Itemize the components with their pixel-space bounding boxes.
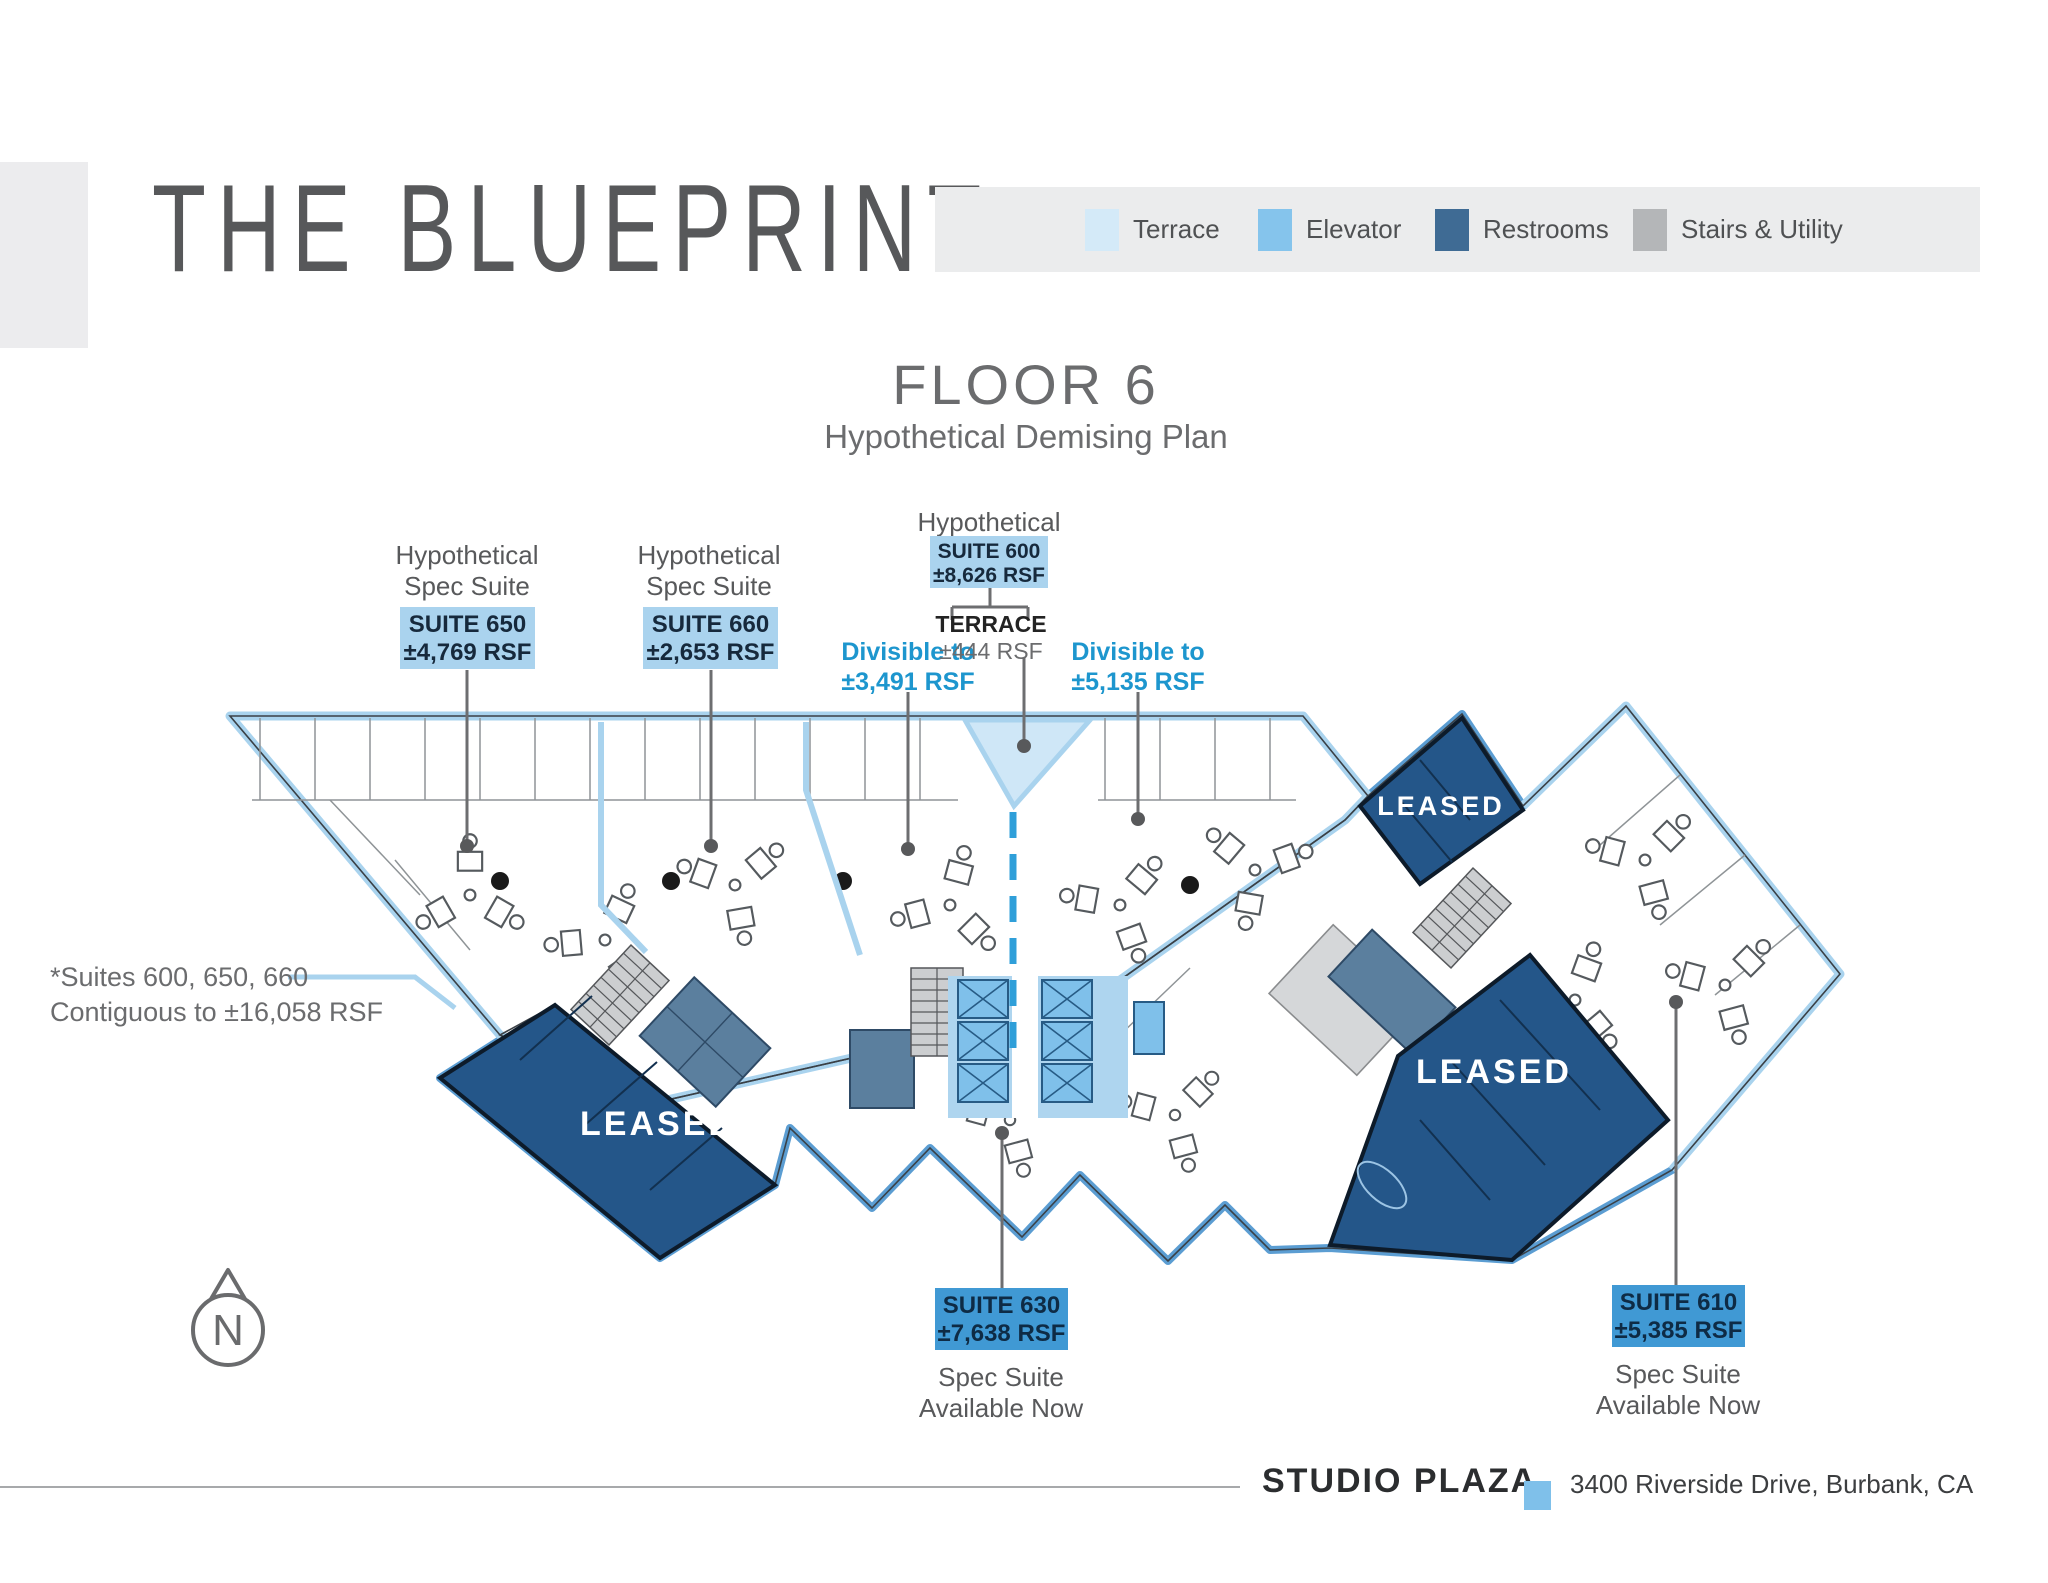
divisible-left-line1: Divisible to xyxy=(841,638,975,666)
restrooms-center xyxy=(849,1029,915,1109)
contiguous-note: *Suites 600, 650, 660 Contiguous to ±16,… xyxy=(50,960,480,1030)
suite-600-label: SUITE 600 ±8,626 RSF xyxy=(930,536,1048,588)
column-dots xyxy=(491,872,1199,894)
suite-600-name: SUITE 600 xyxy=(937,540,1041,563)
legend-label-elevator: Elevator xyxy=(1306,214,1402,244)
suite-610-rsf: ±5,385 RSF xyxy=(1614,1317,1743,1344)
building-address: 3400 Riverside Drive, Burbank, CA xyxy=(1570,1469,1974,1499)
suite-610-status-line1: Spec Suite xyxy=(1615,1359,1741,1389)
suite-630-status-line2: Available Now xyxy=(918,1393,1084,1423)
terrace-label: TERRACE ±444 RSF xyxy=(901,611,1081,665)
legend-label-stairs: Stairs & Utility xyxy=(1681,214,1843,244)
terrace-area xyxy=(960,717,1096,811)
suite-630-name: SUITE 630 xyxy=(942,1292,1061,1319)
north-compass-icon: N xyxy=(191,1268,265,1367)
divisible-left-line2: ±3,491 RSF xyxy=(841,668,975,696)
hyp-650-line1: Hypothetical xyxy=(395,540,539,570)
demising-lines xyxy=(598,722,1017,1052)
suite-630-rsf: ±7,638 RSF xyxy=(937,1320,1066,1347)
suite-610-status: Spec Suite Available Now xyxy=(1588,1359,1768,1421)
terrace-swatch xyxy=(1085,208,1119,251)
hyp-660-line2: Spec Suite xyxy=(646,571,772,601)
legend: Terrace Elevator Restrooms Stairs & Util… xyxy=(935,187,1980,272)
corner-block xyxy=(0,162,88,348)
footer-blue-square-icon xyxy=(1524,1481,1551,1510)
suite-610-status-line2: Available Now xyxy=(1595,1390,1761,1420)
hyp-650-line2: Spec Suite xyxy=(404,571,530,601)
elevator-swatch xyxy=(1258,208,1292,251)
hypothetical-suite-600: Hypothetical xyxy=(917,507,1061,537)
legend-label-terrace: Terrace xyxy=(1133,214,1220,244)
leased-area-northeast: LEASED xyxy=(1357,715,1526,887)
suite-610-label: SUITE 610 ±5,385 RSF xyxy=(1612,1285,1745,1347)
suite-660-label: SUITE 660 ±2,653 RSF xyxy=(643,607,778,669)
suite-610-name: SUITE 610 xyxy=(1619,1289,1738,1316)
compass-north-label: N xyxy=(212,1306,244,1355)
hyp-660-line1: Hypothetical xyxy=(637,540,781,570)
leased-areas: LEASED LEASED LEASED xyxy=(436,715,1671,1263)
page-title: THE BLUEPRINT xyxy=(152,159,993,299)
divisible-right-line2: ±5,135 RSF xyxy=(1071,668,1205,696)
stairs-swatch xyxy=(1633,208,1667,251)
restrooms-swatch xyxy=(1435,208,1469,251)
suite-630-status: Spec Suite Available Now xyxy=(911,1362,1091,1424)
leased-label-1: LEASED xyxy=(1377,791,1505,821)
divisible-left-note: Divisible to ±3,491 RSF xyxy=(818,637,998,697)
suite-650-rsf: ±4,769 RSF xyxy=(403,639,532,666)
contiguous-line1: *Suites 600, 650, 660 xyxy=(50,962,309,992)
legend-item-terrace: Terrace xyxy=(1085,187,1220,272)
terrace-name: TERRACE xyxy=(935,611,1047,637)
leased-label-2: LEASED xyxy=(1416,1053,1572,1091)
legend-item-restrooms: Restrooms xyxy=(1435,187,1609,272)
suite-650-label: SUITE 650 ±4,769 RSF xyxy=(400,607,535,669)
suite-630-label: SUITE 630 ±7,638 RSF xyxy=(935,1288,1068,1350)
divisible-right-note: Divisible to ±5,135 RSF xyxy=(1048,637,1228,697)
leased-label-3: LEASED xyxy=(580,1105,736,1143)
suite-660-rsf: ±2,653 RSF xyxy=(646,639,775,666)
building-name: STUDIO PLAZA xyxy=(1262,1462,1538,1500)
hypothetical-spec-suite-650: Hypothetical Spec Suite xyxy=(377,540,557,602)
legend-label-restrooms: Restrooms xyxy=(1483,214,1609,244)
suite-600-rsf: ±8,626 RSF xyxy=(933,564,1045,587)
divisible-right-line1: Divisible to xyxy=(1071,638,1205,666)
restrooms-west xyxy=(638,975,772,1109)
contiguous-leader-line xyxy=(288,974,457,1010)
terrace-rsf: ±444 RSF xyxy=(939,638,1043,664)
legend-item-stairs: Stairs & Utility xyxy=(1633,187,1843,272)
leased-area-southwest: LEASED xyxy=(436,995,779,1261)
suite-660-name: SUITE 660 xyxy=(651,611,770,638)
contiguous-line2: Contiguous to ±16,058 RSF xyxy=(50,997,384,1027)
suite-630-status-line1: Spec Suite xyxy=(938,1362,1064,1392)
core-area xyxy=(570,867,1512,1118)
leased-area-east: LEASED xyxy=(1327,952,1671,1263)
legend-item-elevator: Elevator xyxy=(1258,187,1401,272)
hypothetical-spec-suite-660: Hypothetical Spec Suite xyxy=(619,540,799,602)
footer-divider xyxy=(0,1486,1240,1488)
floor-subtitle: Hypothetical Demising Plan xyxy=(824,418,1228,455)
leader-lines xyxy=(465,587,1678,1288)
floor-title: FLOOR 6 xyxy=(892,353,1160,416)
leader-dots xyxy=(460,739,1683,1140)
elevator-single xyxy=(1133,1001,1165,1055)
suite-650-name: SUITE 650 xyxy=(408,611,527,638)
